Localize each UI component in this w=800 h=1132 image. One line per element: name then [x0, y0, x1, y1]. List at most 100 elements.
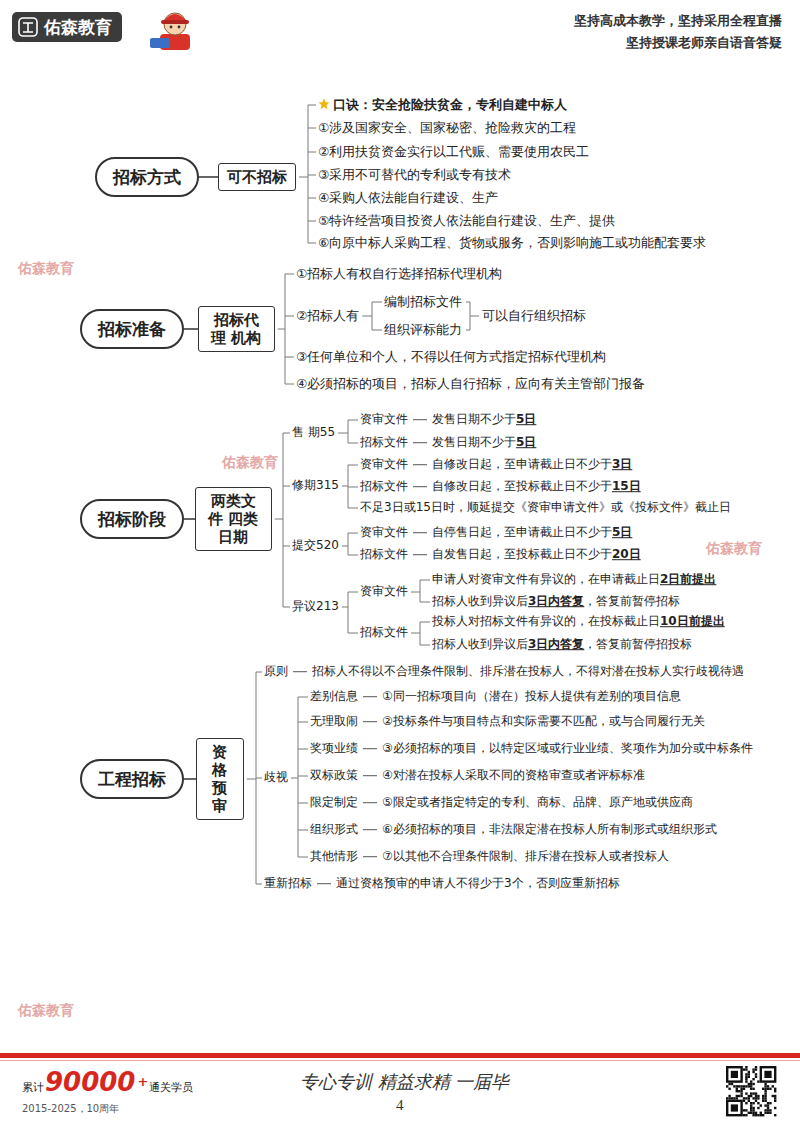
- bracket-line: [420, 622, 430, 623]
- topic-box: 工程招标: [80, 759, 184, 799]
- bracket-line: [338, 433, 348, 434]
- node-label: 可不招标: [227, 168, 287, 186]
- dash-line: [413, 554, 427, 555]
- seal-frame: [19, 18, 37, 36]
- watermark-row: 佑森教育: [222, 453, 278, 471]
- qr-cell: [757, 1107, 759, 1109]
- seal-icon: [18, 17, 38, 37]
- bracket-line: [420, 622, 421, 645]
- qr-cell: [755, 1100, 757, 1102]
- branch-text: 15日: [612, 479, 641, 493]
- bracket-line: [362, 316, 372, 317]
- bracket-line: [348, 420, 358, 421]
- mnemonic-text-row: 口诀：安全抢险扶贫金，专利自建中标人: [318, 97, 567, 113]
- qr-cell: [752, 1102, 754, 1104]
- footer-stat: +: [137, 1074, 148, 1089]
- qr-cell: [764, 1092, 766, 1094]
- qr-cell: [762, 1088, 764, 1090]
- qr-cell: [736, 1097, 738, 1099]
- qr-cell: [748, 1085, 750, 1087]
- branch-text-row: 无理取闹②投标条件与项目特点和实际需要不匹配，或与合同履行无关: [310, 714, 705, 730]
- qr-cell: [726, 1097, 728, 1099]
- branch-text: 自停售日起，至申请截止日不少于: [432, 525, 612, 539]
- branch-text: 自修改日起，至投标截止日不少于: [432, 479, 612, 493]
- qr-cell: [752, 1114, 754, 1116]
- category-box: 资格 预审: [196, 738, 244, 821]
- qr-cell: [752, 1088, 754, 1090]
- branch-heading: 招标文件: [360, 625, 408, 639]
- branch-text: 20日: [612, 547, 641, 561]
- branch-text-row: 组织评标能力: [384, 322, 462, 338]
- qr-cell: [743, 1114, 745, 1116]
- qr-cell: [748, 1073, 750, 1075]
- qr-cell: [755, 1114, 757, 1116]
- branch-text: ⑥向原中标人采购工程、货物或服务，否则影响施工或功能配套要求: [318, 235, 706, 250]
- branch-text-row: 限定制定⑤限定或者指定特定的专利、商标、品牌、原产地或供应商: [310, 795, 693, 811]
- bracket-line: [308, 175, 316, 176]
- branch-text-row: ④采购人依法能自行建设、生产: [318, 190, 498, 206]
- qr-cell: [743, 1100, 745, 1102]
- branch-text: 申请人对资审文件有异议的，在申请截止日: [432, 572, 660, 586]
- qr-cell: [767, 1088, 769, 1090]
- branch-text: ①同一招标项目向（潜在）投标人提供有差别的项目信息: [382, 689, 681, 703]
- qr-cell: [745, 1080, 747, 1082]
- bracket-line: [308, 105, 309, 243]
- footer-stat: 累计: [22, 1081, 44, 1094]
- qr-cell: [760, 1104, 762, 1106]
- node-label: 佑森教育: [44, 16, 112, 38]
- dash-line: [363, 775, 377, 776]
- branch-text-row: 双标政策④对潜在投标人采取不同的资格审查或者评标标准: [310, 768, 645, 784]
- branch-text-row: ③任何单位和个人，不得以任何方式指定招标代理机构: [296, 349, 606, 365]
- qr-cell: [748, 1100, 750, 1102]
- qr-cell: [757, 1097, 759, 1099]
- qr-cell: [743, 1068, 745, 1070]
- qr-cell: [757, 1102, 759, 1104]
- qr-cell: [767, 1109, 769, 1111]
- qr-finder-core: [764, 1071, 771, 1078]
- bracket-line: [275, 519, 283, 520]
- qr-cell: [774, 1095, 776, 1097]
- seal-glyph: [23, 23, 33, 32]
- page-number-row: 4: [396, 1096, 404, 1116]
- qr-cell: [755, 1066, 757, 1068]
- bracket-line: [470, 316, 479, 317]
- qr-cell: [762, 1114, 764, 1116]
- qr-cell: [767, 1112, 769, 1114]
- branch-text: 不足3日或15日时，顺延提交《资审申请文件》或《投标文件》截止日: [360, 500, 731, 514]
- branch-text-row: 招标文件发售日期不少于5日: [360, 435, 536, 451]
- bracket-line: [285, 274, 294, 275]
- qr-cell: [752, 1107, 754, 1109]
- qr-ground: [724, 1064, 778, 1118]
- qr-cell: [764, 1112, 766, 1114]
- branch-text: ⑥必须招标的项目，非法限定潜在投标人所有制形式或组织形式: [382, 822, 717, 836]
- bracket-line: [348, 633, 358, 634]
- branch-text: 原则: [264, 664, 288, 678]
- qr-cell: [757, 1080, 759, 1082]
- branch-text-row: 组织形式⑥必须招标的项目，非法限定潜在投标人所有制形式或组织形式: [310, 822, 717, 838]
- bracket-line: [278, 329, 285, 330]
- qr-cell: [755, 1092, 757, 1094]
- footer-motto: 专心专训 精益求精 一届毕: [300, 1071, 509, 1092]
- qr-cell: [769, 1112, 771, 1114]
- connector: [184, 328, 198, 330]
- branch-text: ，答复前暂停招投标: [584, 637, 692, 651]
- qr-cell: [736, 1088, 738, 1090]
- slogan-text: 坚持授课老师亲自语音答疑: [626, 35, 782, 50]
- footer-band: [0, 1053, 800, 1058]
- branch-text: 自发售日起，至投标截止日不少于: [432, 547, 612, 561]
- node-label: 招标准备: [98, 318, 166, 340]
- qr-cell: [752, 1068, 754, 1070]
- branch-text-row: 招标文件自修改日起，至投标截止日不少于15日: [360, 479, 641, 495]
- qr-cell: [748, 1076, 750, 1078]
- bracket-line: [342, 486, 348, 487]
- qr-cell: [757, 1095, 759, 1097]
- qr-cell: [764, 1100, 766, 1102]
- connector: [184, 778, 196, 780]
- qr-cell: [740, 1088, 742, 1090]
- branch-text: 投标人对招标文件有异议的，在投标截止日: [432, 614, 660, 628]
- bracket-line: [348, 465, 358, 466]
- branch-text: ①招标人有权自行选择招标代理机构: [296, 266, 502, 281]
- qr-cell: [740, 1095, 742, 1097]
- watermark-row: 佑森教育: [706, 539, 762, 557]
- branch-heading-row: 提交520: [292, 538, 339, 554]
